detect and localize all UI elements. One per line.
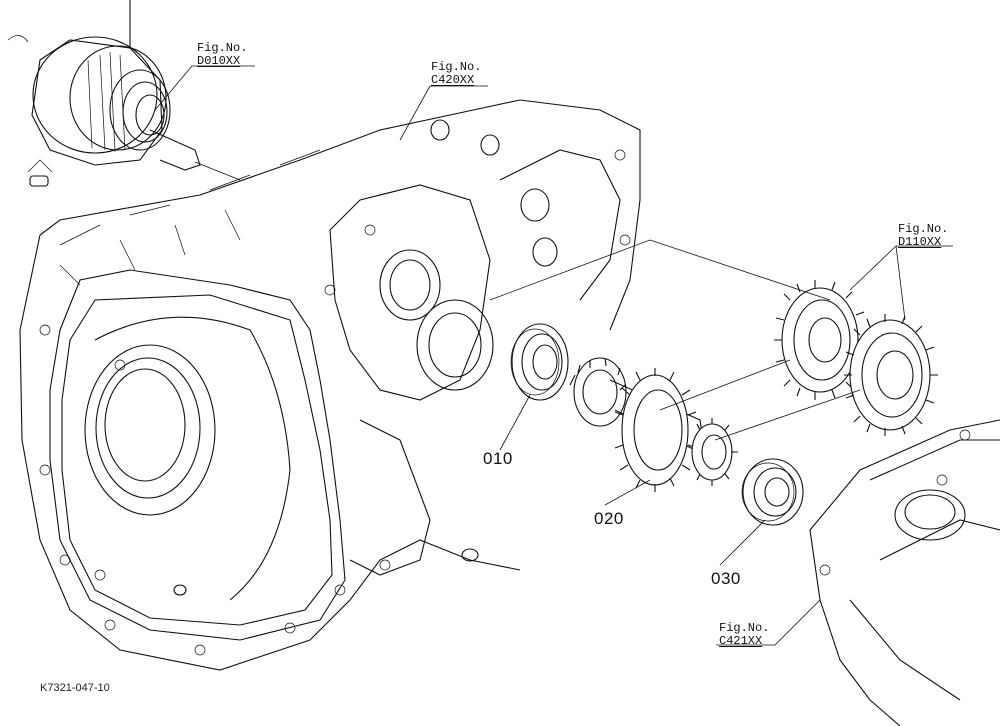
bearing-030	[741, 458, 804, 526]
bearing-010	[510, 323, 569, 401]
drawing-code: K7321-047-10	[40, 682, 110, 694]
figure-ref-prefix: Fig.No.	[719, 621, 770, 635]
figure-ref-code: D010XX	[197, 54, 241, 68]
part-number-020[interactable]: 020	[594, 509, 624, 528]
figure-ref-c420: Fig.No. C420XX	[431, 61, 481, 87]
figure-ref-code: D110XX	[898, 235, 942, 249]
figure-ref-code: C420XX	[431, 73, 475, 87]
leader-lines	[154, 65, 953, 646]
figure-ref-code: C421XX	[719, 634, 763, 648]
part-number-010[interactable]: 010	[483, 449, 513, 468]
rear-case	[809, 419, 1000, 726]
input-shaft-assembly	[7, 0, 241, 187]
part-number-030[interactable]: 030	[711, 569, 741, 588]
figure-ref-d110: Fig.No. D110XX	[898, 223, 948, 249]
figure-ref-prefix: Fig.No.	[197, 41, 248, 55]
figure-ref-d010: Fig.No. D010XX	[197, 42, 247, 68]
figure-ref-prefix: Fig.No.	[431, 60, 482, 74]
transmission-case	[19, 99, 641, 671]
reference-gears-d110	[774, 280, 938, 436]
figure-ref-prefix: Fig.No.	[898, 222, 949, 236]
gear-shaft-020	[569, 357, 738, 492]
figure-ref-c421: Fig.No. C421XX	[719, 622, 769, 648]
bolt-holes	[39, 149, 631, 656]
